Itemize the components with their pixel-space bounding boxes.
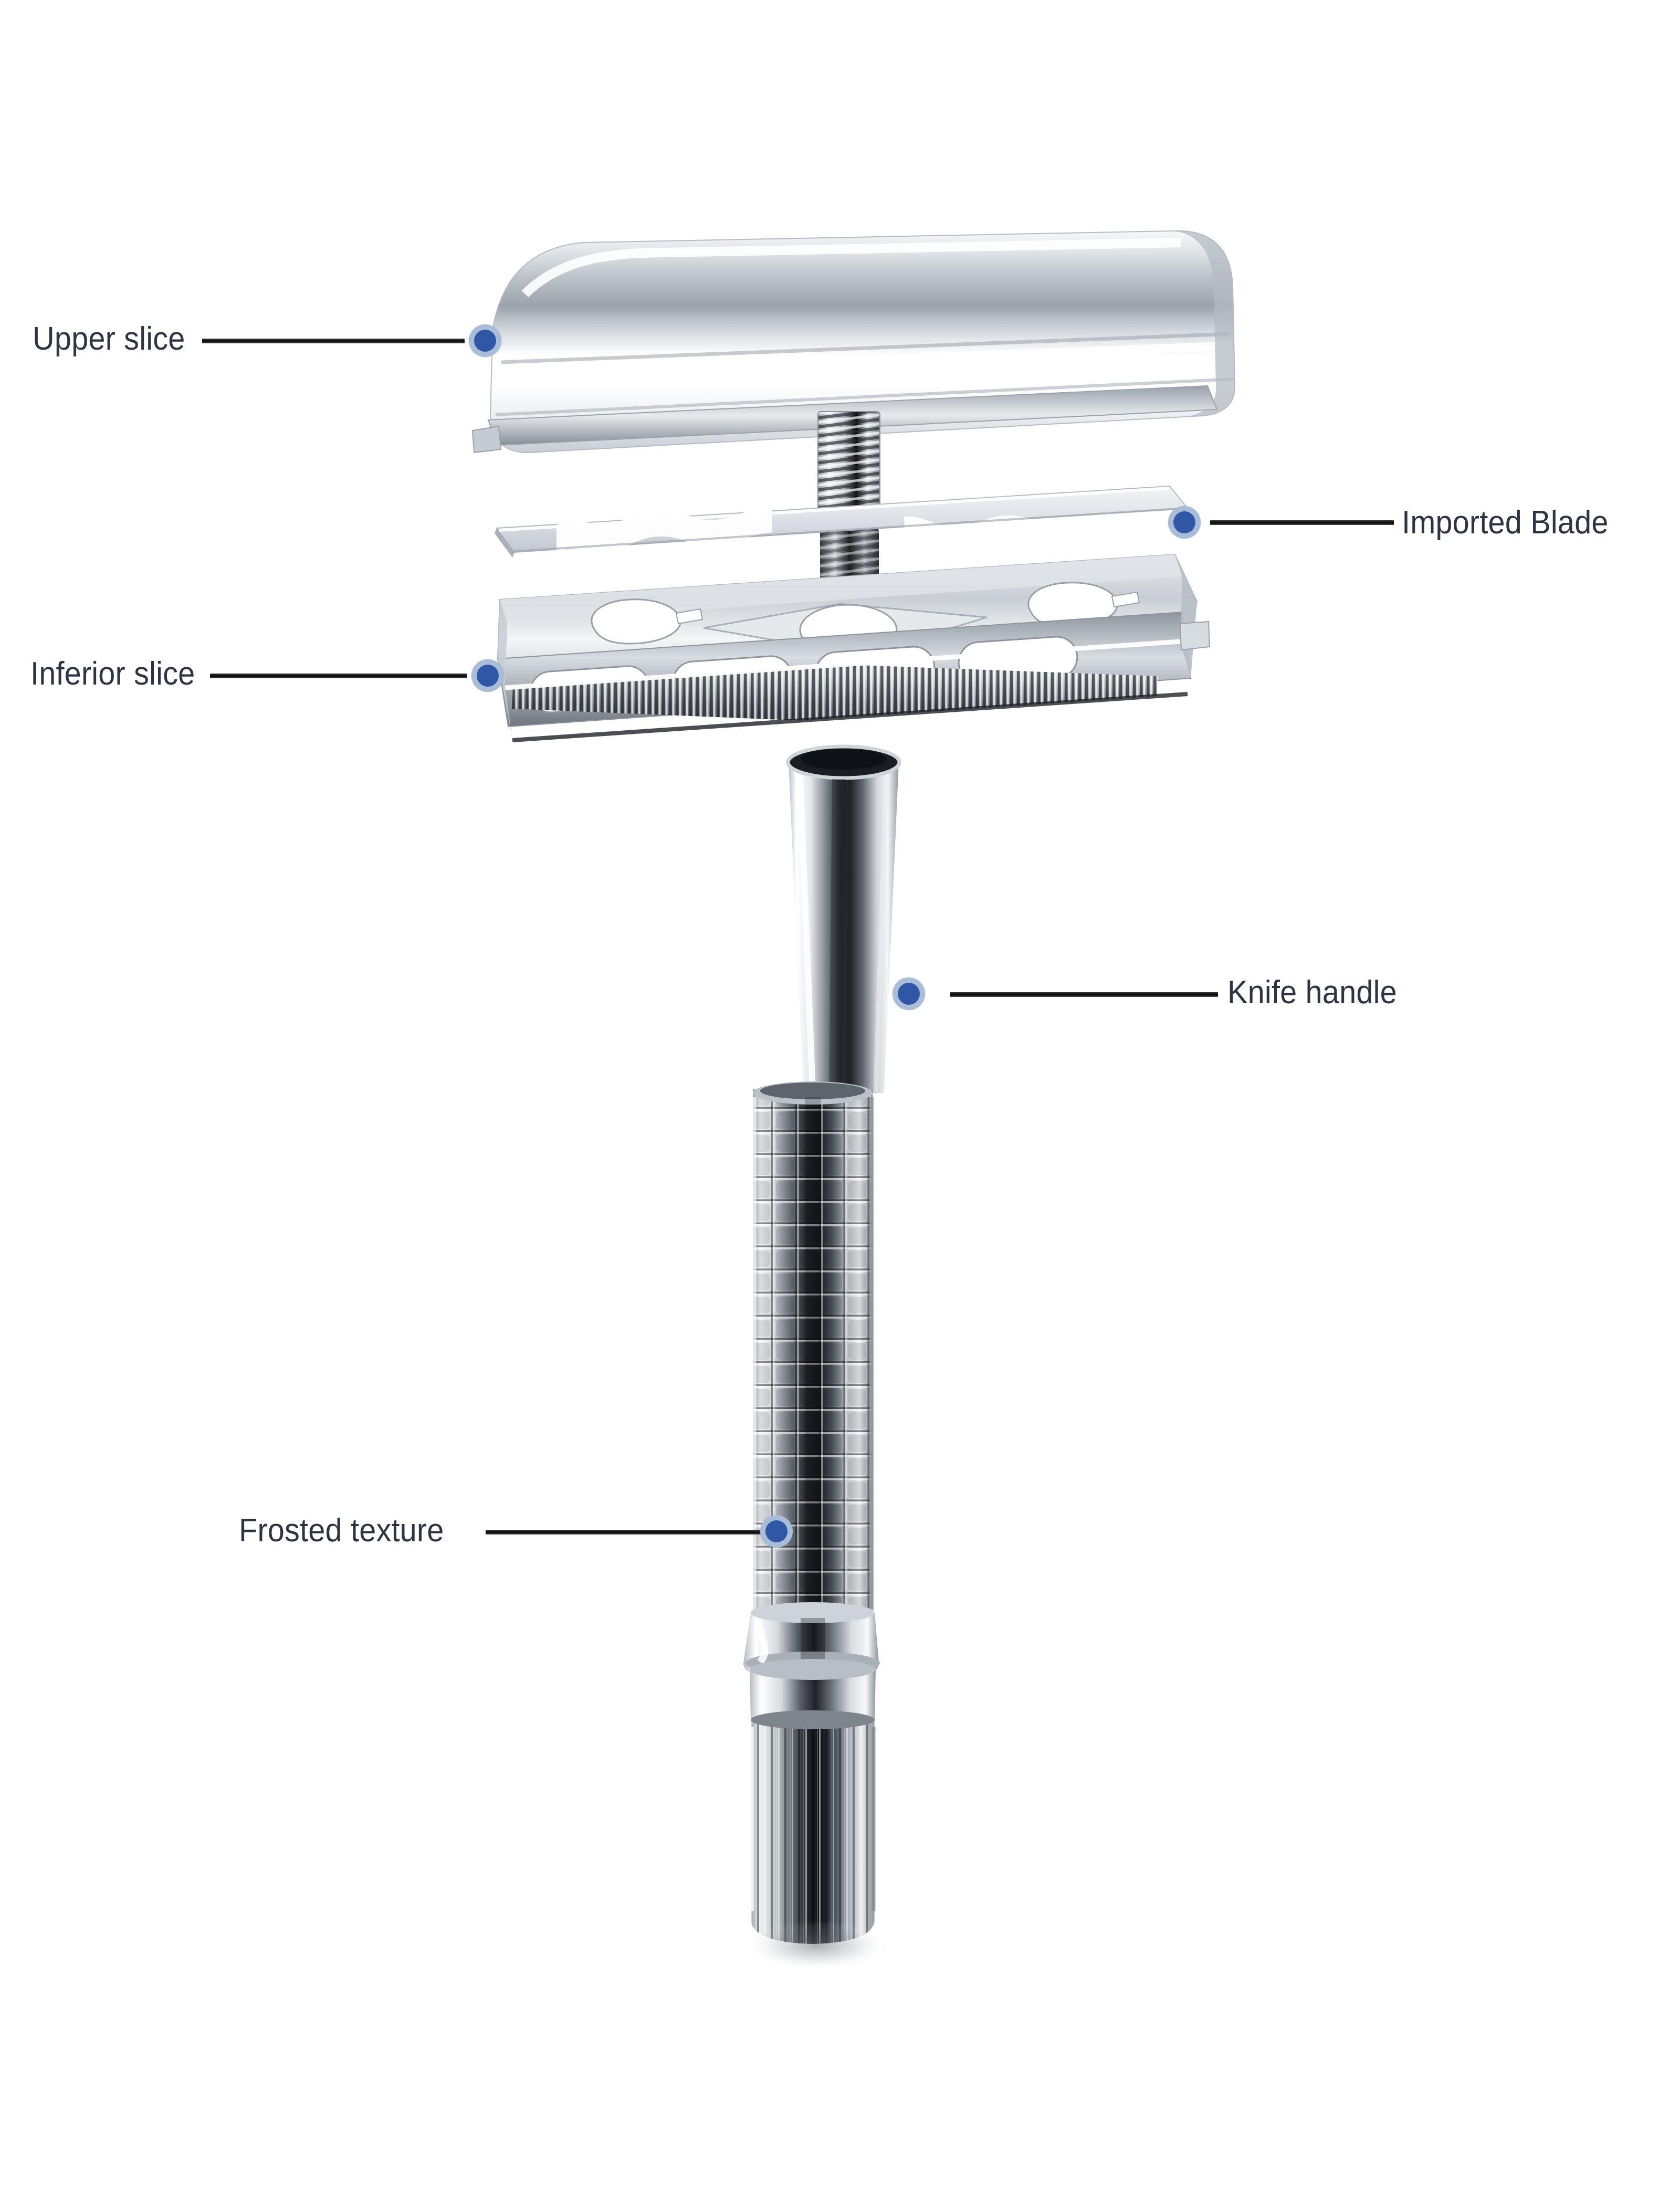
callout-label-inferior-slice: Inferior slice	[30, 656, 195, 692]
razor-base-plate	[497, 553, 1211, 742]
leader-line-frosted-texture	[486, 1530, 761, 1534]
marker-dot-knife-handle[interactable]	[892, 977, 925, 1010]
callout-label-upper-slice: Upper slice	[33, 321, 185, 357]
callout-label-imported-blade: Imported Blade	[1402, 504, 1609, 541]
razor-top-cap	[471, 230, 1236, 454]
callout-label-knife-handle: Knife handle	[1227, 974, 1397, 1011]
leader-line-imported-blade	[1210, 520, 1394, 525]
marker-dot-frosted-texture[interactable]	[760, 1515, 793, 1548]
marker-dot-inferior-slice[interactable]	[471, 659, 504, 692]
marker-dot-upper-slice[interactable]	[469, 324, 501, 357]
handle-neck	[786, 744, 901, 1093]
leader-line-inferior-slice	[210, 674, 467, 678]
marker-dot-imported-blade[interactable]	[1168, 506, 1201, 539]
handle-end-cap	[743, 1602, 890, 1971]
razor-blade	[495, 485, 1189, 558]
leader-line-knife-handle	[950, 992, 1218, 997]
leader-line-upper-slice	[202, 339, 465, 343]
callout-label-frosted-texture: Frosted texture	[239, 1512, 444, 1549]
